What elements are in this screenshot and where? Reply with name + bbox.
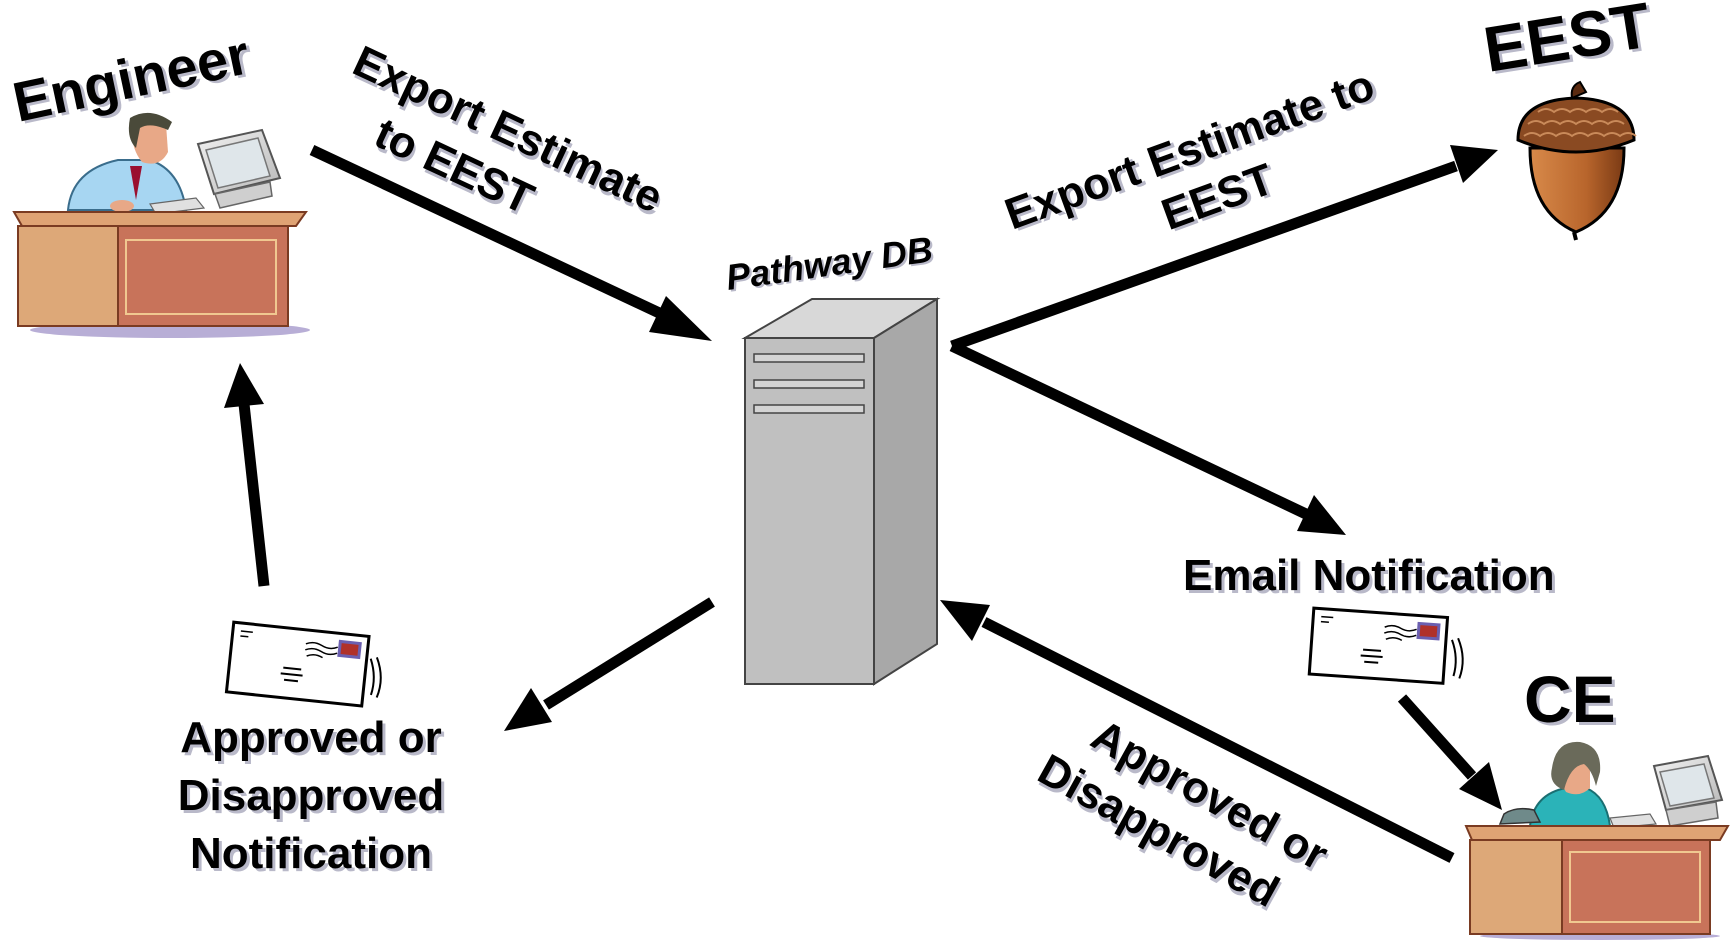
engineer-at-desk-icon (12, 112, 310, 338)
approved-left-line2: Disapproved (178, 771, 445, 820)
arrow-engineer-to-db (309, 145, 712, 341)
approved-left-line1: Approved or (180, 713, 442, 762)
arrow-db-to-email-notification (949, 341, 1346, 535)
ce-label-shadow: CE (1527, 665, 1619, 739)
server-tower-icon (741, 297, 941, 686)
approved-left-line3: Notification (190, 829, 432, 878)
approved-left-line1-shadow: Approved or (183, 716, 445, 765)
eest-label: EEST (1479, 0, 1655, 86)
arrow-db-to-eest (950, 145, 1498, 352)
envelope-icon (224, 620, 382, 708)
ce-at-desk-icon (1464, 741, 1730, 940)
approved-left-line3-shadow: Notification (193, 832, 435, 881)
email-notification-label: Email Notification (1183, 551, 1555, 600)
approved-left-line2-shadow: Disapproved (181, 774, 448, 823)
email-notification-label-shadow: Email Notification (1186, 554, 1558, 603)
arrow-db-to-approval-notification (504, 597, 715, 731)
arrow-email-to-ce (1397, 694, 1502, 810)
engineer-label: Engineer (7, 22, 254, 133)
acorn-icon (1516, 80, 1637, 241)
arrow-ce-to-db (940, 600, 1455, 863)
envelope-icon (1307, 606, 1464, 685)
pathway-db-label: Pathway DB (723, 228, 935, 298)
ce-label: CE (1524, 662, 1616, 736)
arrow-notification-to-engineer (224, 363, 270, 587)
